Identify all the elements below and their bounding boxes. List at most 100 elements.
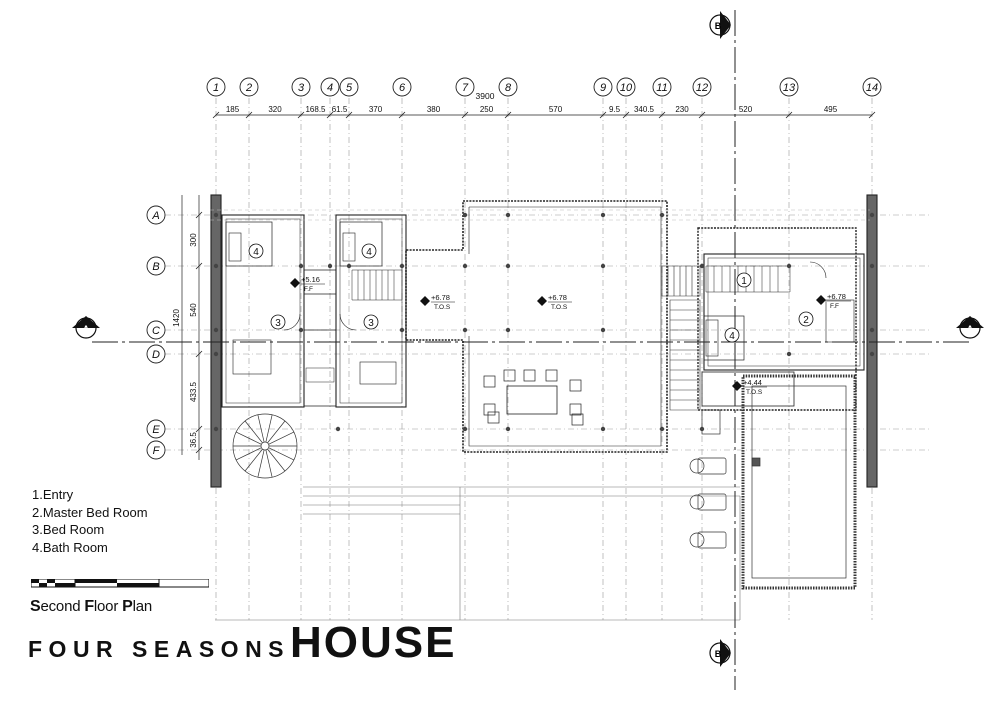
grid-bubble-circle (616, 77, 636, 97)
door-swing-right (339, 313, 357, 331)
grid-bubble-circle (498, 77, 518, 97)
column-dimension-label: 380 (427, 105, 441, 114)
left-wing (210, 194, 407, 488)
spiral-tread (244, 448, 263, 472)
dimension-tick (212, 111, 220, 119)
room-tag: 3 (270, 314, 286, 330)
grid-bubble-column: 2 (239, 77, 259, 97)
spiral-tread (265, 414, 273, 443)
room-tag-number: 4 (253, 247, 259, 258)
grid-bubble-label: 13 (783, 82, 796, 94)
row-dimension-label: 300 (189, 233, 198, 247)
bedroom-3-left-inner (225, 218, 301, 404)
level-marker: +5.16F.F (290, 275, 325, 293)
subtitle-text: econd (40, 598, 85, 615)
structural-column (505, 263, 511, 269)
room-tag-circle (736, 272, 752, 288)
column-dimension-label: 320 (268, 105, 282, 114)
room-tag-circle (248, 243, 264, 259)
grid-bubble-circle (146, 320, 166, 340)
pool-lounger-head (689, 494, 705, 510)
corridor-walls (304, 269, 336, 407)
legend-item: 2.Master Bed Room (32, 504, 148, 520)
corridor-bench (305, 367, 335, 383)
level-value: +6.78 (431, 293, 450, 302)
level-note: T.O.S (746, 389, 763, 396)
grid-bubble-circle (652, 77, 672, 97)
structural-column (659, 212, 665, 218)
grid-bubble-circle (146, 256, 166, 276)
dimension-tick (345, 111, 353, 119)
external-stair (661, 265, 721, 435)
row-overall-dimension-label: 1420 (172, 309, 181, 327)
terrace-table (506, 385, 558, 415)
pool-lounger (697, 493, 727, 511)
scale-bar (31, 579, 209, 588)
dimension-tick (297, 111, 305, 119)
level-marker-icon (732, 381, 742, 391)
spiral-tread (257, 414, 265, 443)
structural-column (600, 327, 606, 333)
master-suite-inner (707, 257, 861, 367)
bedroom-3-right-outline (335, 214, 407, 408)
structural-column (399, 327, 405, 333)
room-tag-circle (724, 327, 740, 343)
bed-left (232, 339, 272, 375)
grid-bubble-label: 10 (620, 82, 633, 94)
spiral-tread (267, 448, 286, 472)
grid-bubble-column: 12 (692, 77, 712, 97)
column-dimension-label: 250 (480, 105, 494, 114)
row-dimension-label: 36.5 (189, 432, 198, 448)
room-tag: 4 (724, 327, 740, 343)
terrace-chair (569, 379, 582, 392)
dimension-tick (658, 111, 666, 119)
bathtub-left (228, 232, 242, 262)
room-tag-circle (363, 314, 379, 330)
dimension-tick (504, 111, 512, 119)
pool-basin (751, 385, 847, 579)
pool-light (751, 457, 761, 467)
grid-bubble-column: 9 (593, 77, 613, 97)
level-markers: +5.16F.F+6.78T.O.S+6.78T.O.S+6.78F.F+4.4… (290, 275, 851, 396)
project-title-light: FOUR SEASONS (28, 636, 291, 662)
grid-bubble-column: 14 (862, 77, 882, 97)
subtitle-text: lan (132, 598, 153, 615)
structural-column (699, 263, 705, 269)
column-dimension-label: 61.5 (332, 105, 348, 114)
structural-column (462, 263, 468, 269)
bedroom-3-left-outline (221, 214, 305, 408)
grid-bubble-column: 10 (616, 77, 636, 97)
terrace-chair (487, 411, 500, 424)
structural-column (298, 263, 304, 269)
dimension-tick (245, 111, 253, 119)
grid-bubble-circle (206, 77, 226, 97)
legend-item: 1.Entry (32, 487, 74, 502)
dimension-tick (622, 111, 630, 119)
level-value: +5.16 (301, 275, 320, 284)
column-dimension-label: 570 (549, 105, 563, 114)
terrace-chair (503, 369, 516, 382)
row-dimension-label: 540 (189, 303, 198, 317)
dimension-tick (785, 111, 793, 119)
subtitle-cap: S (30, 598, 41, 615)
dimension-tick (698, 111, 706, 119)
grid-bubble-label: 1 (213, 82, 219, 94)
structural-columns (213, 212, 875, 432)
structural-column (213, 426, 219, 432)
grid-bubble-row: B (146, 256, 166, 276)
spiral-stair (232, 413, 298, 479)
room-tag-number: 3 (368, 318, 374, 329)
grid-bubble-row: F (146, 440, 166, 460)
level-note: F.F (830, 303, 839, 310)
room-tag: 1 (736, 272, 752, 288)
column-dimension-label: 495 (824, 105, 838, 114)
subtitle-cap: P (122, 598, 133, 615)
grid-bubble-column: 7 (455, 77, 475, 97)
dimension-tick (868, 111, 876, 119)
grid-bubble-label: 11 (656, 82, 667, 94)
column-dimension-label: 168.5 (305, 105, 326, 114)
grid-bubble-circle (339, 77, 359, 97)
